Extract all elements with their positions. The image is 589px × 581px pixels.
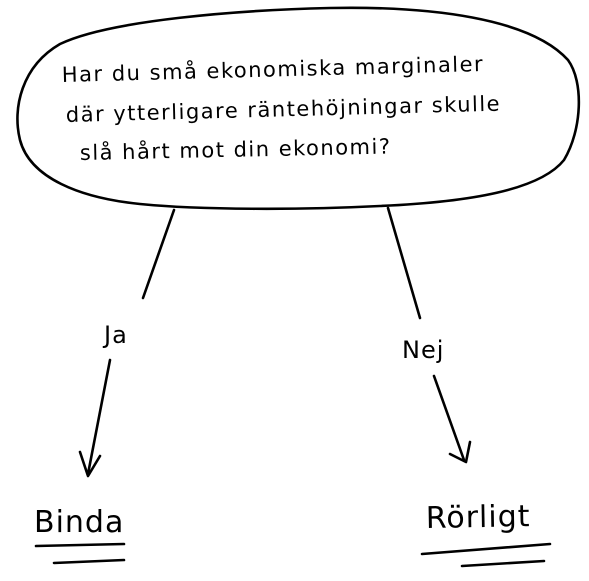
- question-line-1: Har du små ekonomiska marginaler: [61, 51, 484, 87]
- question-line-3: slå hårt mot din ekonomi?: [80, 133, 392, 165]
- connector-yes: [141, 208, 176, 300]
- branch-label-no: Nej: [402, 336, 444, 364]
- binda-underline-2: [52, 558, 126, 565]
- arrow-no-head: [448, 440, 472, 464]
- rorligt-underline-2: [460, 559, 546, 568]
- outcome-rorligt: Rörligt: [426, 499, 531, 536]
- binda-underline-1: [34, 542, 126, 548]
- question-line-2: där ytterligare räntehöjningar skulle: [66, 92, 502, 127]
- outcome-binda: Binda: [34, 505, 124, 540]
- question-bubble: [16, 6, 581, 211]
- branch-label-yes: Ja: [102, 321, 128, 349]
- arrow-no-shaft: [432, 374, 466, 462]
- rorligt-underline-1: [420, 542, 552, 556]
- connector-no: [386, 206, 422, 320]
- arrow-yes-head: [78, 450, 102, 478]
- arrow-yes-shaft: [86, 358, 112, 476]
